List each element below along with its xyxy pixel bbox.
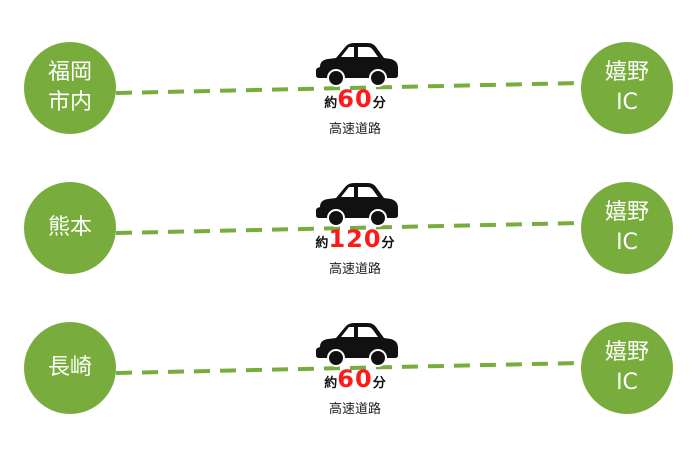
- time-unit: 分: [372, 96, 386, 111]
- road-type: 高速道路: [328, 262, 381, 277]
- travel-time: 約120分: [240, 225, 470, 255]
- route-nagasaki: 長崎 嬉野 IC 約60分 高速道路: [0, 280, 700, 420]
- travel-time: 約60分: [240, 365, 470, 395]
- car-icon: [316, 183, 398, 227]
- destination-node: 嬉野 IC: [581, 182, 673, 274]
- route-fukuoka: 福岡 市内 嬉野 IC 約60分 高速道路: [0, 0, 700, 140]
- time-value: 60: [337, 365, 373, 393]
- travel-time: 約60分: [240, 85, 470, 115]
- time-prefix: 約: [324, 376, 338, 391]
- road-type: 高速道路: [328, 402, 381, 417]
- origin-node: 熊本: [24, 182, 116, 274]
- time-prefix: 約: [315, 236, 329, 251]
- destination-node: 嬉野 IC: [581, 322, 673, 414]
- time-unit: 分: [381, 236, 395, 251]
- car-icon: [316, 323, 398, 367]
- road-type: 高速道路: [328, 122, 381, 137]
- destination-node: 嬉野 IC: [581, 42, 673, 134]
- time-unit: 分: [372, 376, 386, 391]
- time-prefix: 約: [324, 96, 338, 111]
- origin-node: 福岡 市内: [24, 42, 116, 134]
- car-icon: [316, 43, 398, 87]
- origin-node: 長崎: [24, 322, 116, 414]
- route-kumamoto: 熊本 嬉野 IC 約120分 高速道路: [0, 140, 700, 280]
- time-value: 120: [328, 225, 382, 253]
- time-value: 60: [337, 85, 373, 113]
